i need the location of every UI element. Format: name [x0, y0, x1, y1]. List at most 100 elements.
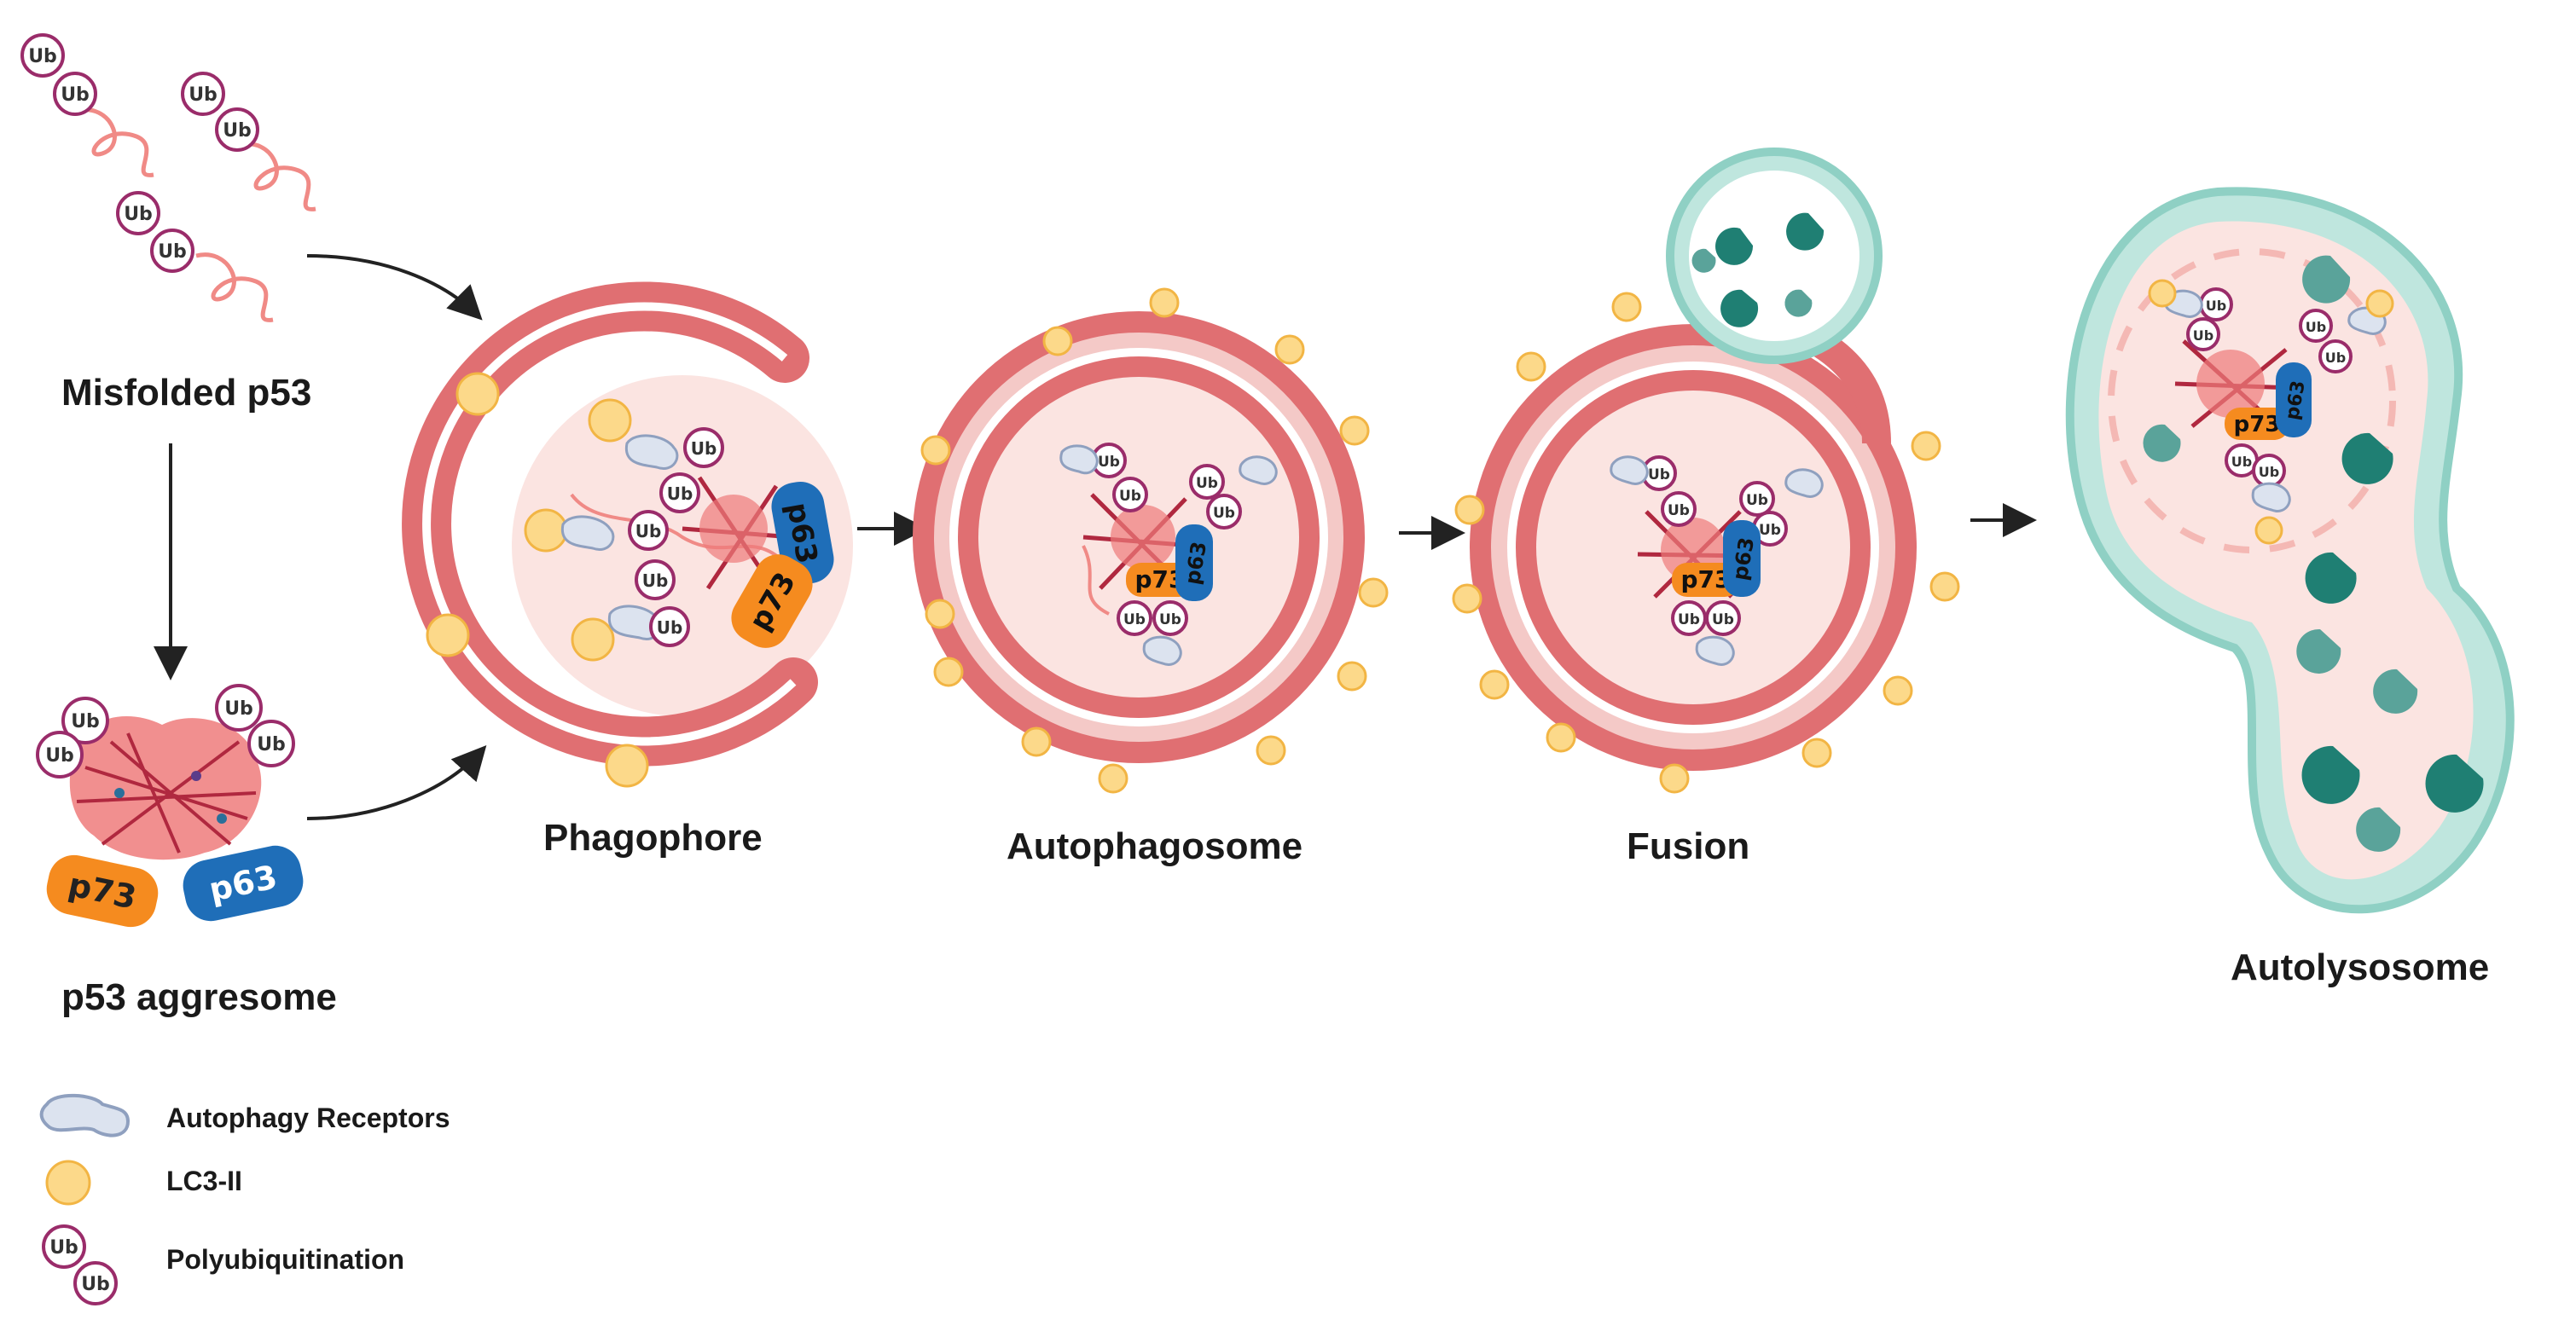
ub-tag: Ub — [247, 720, 295, 767]
ub-tag: Ub — [20, 33, 65, 78]
ub-label: Ub — [124, 204, 153, 225]
lc3-particle — [925, 599, 955, 629]
legend-autophagy-receptors: Autophagy Receptors — [166, 1103, 450, 1133]
ub-tag: Ub — [1671, 600, 1707, 636]
autophagy-receptor — [1784, 468, 1824, 498]
p73-label: p73 — [2234, 412, 2281, 437]
ub-label: Ub — [635, 521, 662, 541]
p63-protein: p63 — [1175, 524, 1213, 601]
lc3-particle — [1149, 287, 1180, 318]
ub-tag: Ub — [2186, 317, 2220, 351]
ub-label: Ub — [224, 698, 253, 720]
ub-label: Ub — [2193, 327, 2213, 344]
lc3-particle — [2365, 289, 2394, 318]
ub-label: Ub — [81, 1274, 110, 1295]
ub-label: Ub — [2206, 298, 2226, 314]
hydrolase-enzyme — [1786, 212, 1825, 251]
ub-label: Ub — [257, 734, 286, 755]
ub-tag: Ub — [1739, 481, 1775, 517]
lc3-particle — [588, 398, 632, 443]
ub-tag: Ub — [53, 72, 97, 116]
lc3-particle — [455, 372, 500, 416]
hydrolase-enzyme — [2356, 807, 2401, 852]
ub-tag: Ub — [2199, 287, 2233, 321]
ub-label: Ub — [2231, 454, 2252, 470]
label-autophagosome: Autophagosome — [1007, 825, 1303, 867]
hydrolase-enzyme — [2296, 628, 2341, 674]
hydrolase-enzyme — [1784, 289, 1813, 317]
p73-protein: p73 — [46, 854, 159, 928]
ub-label: Ub — [1098, 454, 1120, 471]
ub-tag: Ub — [1705, 600, 1741, 636]
ub-tag: Ub — [2299, 309, 2333, 343]
lc3-particle — [1256, 735, 1286, 766]
hydrolase-enzyme — [2143, 424, 2181, 462]
ub-label: Ub — [1196, 475, 1218, 492]
lc3-particle — [1801, 738, 1832, 768]
ub-tag: Ub — [36, 731, 84, 778]
lc3-particle — [1274, 334, 1305, 365]
autophagy-receptor — [1610, 455, 1649, 485]
ub-tag: Ub — [215, 107, 259, 152]
ub-label: Ub — [691, 438, 717, 459]
ub-tag: Ub — [150, 229, 194, 273]
label-p53-aggresome: p53 aggresome — [61, 976, 337, 1018]
ub-tag: Ub — [683, 427, 724, 468]
ub-label: Ub — [1119, 488, 1141, 505]
p53-aggresome: Ub Ub Ub Ub p73 p63 — [36, 684, 304, 928]
lc3-particle — [1516, 351, 1546, 382]
lc3-particle — [1454, 495, 1485, 525]
lc3-particle — [1883, 675, 1913, 706]
ub-tag: Ub — [61, 697, 109, 744]
ub-label: Ub — [49, 1237, 78, 1259]
autophagy-receptor — [2251, 482, 2291, 512]
lysosome — [1666, 148, 1883, 364]
autolysosome: Ub Ub Ub Ub Ub Ub p73 p63 — [2065, 187, 2515, 914]
hydrolase-enzyme — [2302, 255, 2351, 304]
ub-tag: Ub — [1117, 600, 1152, 636]
hydrolase-enzyme — [2425, 754, 2484, 813]
autophagy-receptor — [560, 515, 615, 551]
misfolded-p53-chains: Ub Ub Ub Ub Ub Ub — [20, 33, 316, 322]
lc3-particle — [1479, 669, 1510, 700]
lc3-particle — [1337, 661, 1367, 692]
p73-label: p73 — [1680, 565, 1731, 593]
ub-tag: Ub — [1189, 464, 1225, 500]
arrow-misfolded-to-phagophore — [306, 254, 483, 321]
lc3-legend-icon — [45, 1160, 91, 1206]
ub-label: Ub — [2259, 464, 2279, 480]
ub-label: Ub — [1648, 466, 1670, 483]
ub-tag: Ub — [2318, 339, 2353, 373]
lc3-particle — [571, 617, 615, 662]
fusion: Ub Ub Ub Ub Ub Ub p73 p63 — [1452, 148, 1960, 794]
ub-tag: Ub — [649, 606, 690, 647]
lc3-particle — [1659, 763, 1690, 794]
autophagy-receptor — [624, 434, 679, 470]
lc3-particle — [1546, 722, 1576, 753]
lc3-particle — [605, 744, 649, 788]
autophagy-receptor — [1239, 455, 1278, 485]
ub-tag: Ub — [628, 510, 669, 551]
hydrolase-enzyme — [2373, 668, 2418, 714]
lc3-particle — [1358, 577, 1389, 608]
autophagy-receptor — [1142, 635, 1182, 666]
ub-label: Ub — [1759, 522, 1781, 539]
ub-label: Ub — [1123, 611, 1146, 628]
ub-label: Ub — [1159, 611, 1181, 628]
ub-tag: Ub — [215, 684, 263, 732]
label-misfolded-p53: Misfolded p53 — [61, 372, 312, 414]
arrow-aggresome-to-phagophore — [306, 745, 487, 820]
hydrolase-enzyme — [1691, 248, 1716, 273]
legend-polyubiquitination: Polyubiquitination — [166, 1244, 405, 1275]
ub-tag: Ub — [1091, 443, 1127, 478]
ub-tag: Ub — [116, 191, 160, 235]
hydrolase-enzyme — [2341, 432, 2393, 484]
ub-label: Ub — [45, 745, 74, 767]
lc3-particle — [1098, 763, 1128, 794]
ub-label: Ub — [61, 84, 90, 106]
ub-label: Ub — [189, 84, 218, 106]
lc3-particle — [1021, 726, 1052, 757]
ub-label: Ub — [28, 46, 57, 67]
ub-tag: Ub — [1112, 477, 1148, 512]
legend-symbols: Ub Ub — [39, 1093, 131, 1305]
